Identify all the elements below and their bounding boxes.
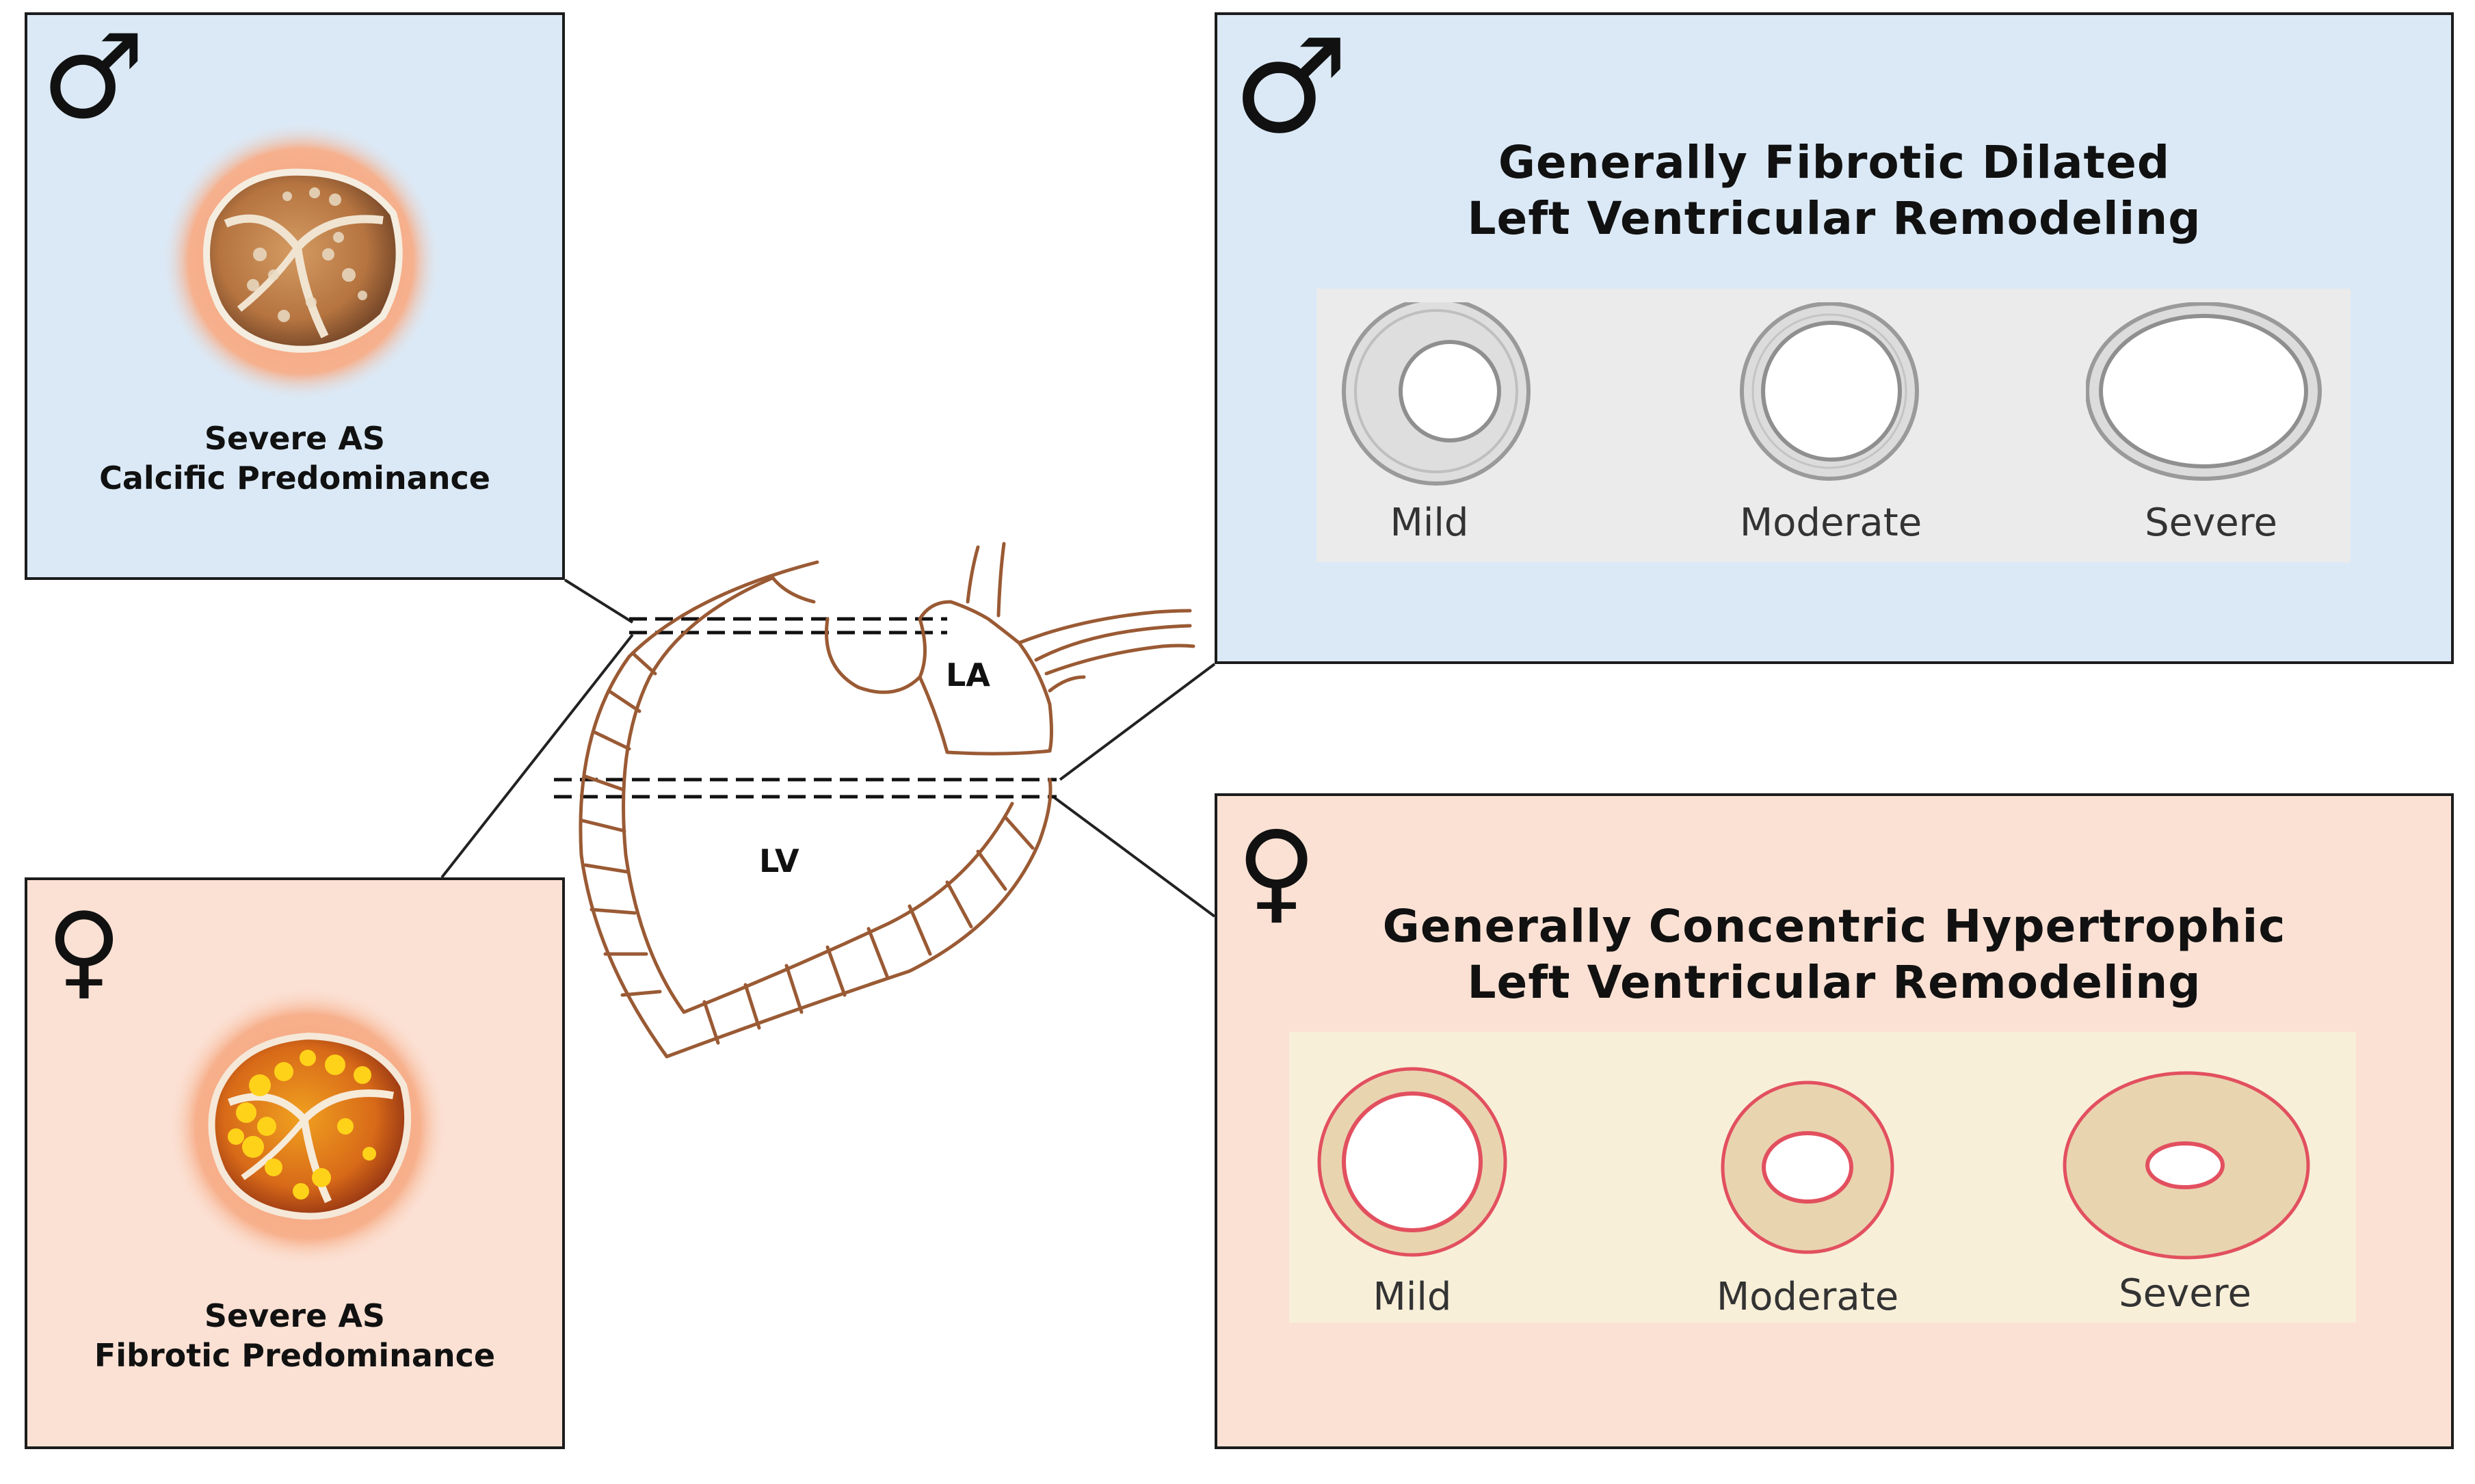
female-valve-caption-line1: Severe AS bbox=[204, 1297, 386, 1334]
female-lv-cross-sections: Mild Moderate Severe bbox=[1289, 1032, 2356, 1323]
fibrotic-valve-image bbox=[168, 986, 448, 1267]
female-symbol-icon: ♀ bbox=[1236, 807, 1317, 935]
connector-lines bbox=[440, 579, 1216, 918]
male-lv-title-line1: Generally Fibrotic Dilated bbox=[1498, 136, 2171, 189]
male-lv-cross-sections: Mild Moderate Severe bbox=[1316, 289, 2351, 562]
mild-hypertrophic-cross-section bbox=[1317, 1067, 1507, 1257]
severity-label-severe: Severe bbox=[2145, 501, 2277, 545]
left-ventricle-label: LV bbox=[759, 843, 799, 879]
left-atrium-label: LA bbox=[946, 657, 990, 693]
section-dashed-lines bbox=[554, 617, 1057, 799]
female-lv-title-line1: Generally Concentric Hypertrophic bbox=[1382, 900, 2286, 953]
male-lv-remodeling-panel: ♂ Generally Fibrotic Dilated Left Ventri… bbox=[1215, 12, 2454, 664]
severity-label-severe: Severe bbox=[2119, 1271, 2251, 1316]
male-valve-caption-line2: Calcific Predominance bbox=[99, 460, 490, 496]
moderate-hypertrophic-cross-section bbox=[1721, 1081, 1894, 1254]
female-valve-caption-line2: Fibrotic Predominance bbox=[94, 1337, 496, 1374]
severity-label-mild: Mild bbox=[1390, 501, 1469, 545]
heart-outline bbox=[579, 542, 1195, 1059]
moderate-dilated-cross-section bbox=[1740, 302, 1919, 481]
male-symbol-icon: ♂ bbox=[1232, 11, 1349, 162]
severity-label-mild: Mild bbox=[1373, 1275, 1452, 1319]
male-lv-title-line2: Left Ventricular Remodeling bbox=[1467, 192, 2201, 245]
female-symbol-icon: ♀ bbox=[47, 891, 122, 1010]
calcific-valve-image bbox=[161, 121, 441, 401]
female-lv-title-line2: Left Ventricular Remodeling bbox=[1467, 956, 2201, 1009]
female-valve-panel: ♀ Severe AS Fibrotic Predo bbox=[25, 877, 565, 1449]
male-valve-caption-line1: Severe AS bbox=[204, 420, 386, 457]
severe-hypertrophic-cross-section bbox=[2063, 1071, 2310, 1260]
severe-dilated-cross-section bbox=[2086, 302, 2322, 481]
female-lv-remodeling-panel: ♀ Generally Concentric Hypertrophic Left… bbox=[1215, 793, 2454, 1449]
severity-label-moderate: Moderate bbox=[1716, 1275, 1899, 1319]
severity-label-moderate: Moderate bbox=[1739, 501, 1922, 545]
mild-dilated-cross-section bbox=[1342, 302, 1531, 486]
male-symbol-icon: ♂ bbox=[41, 10, 146, 145]
male-valve-panel: ♂ Severe AS Calcific Predominance bbox=[25, 12, 565, 580]
